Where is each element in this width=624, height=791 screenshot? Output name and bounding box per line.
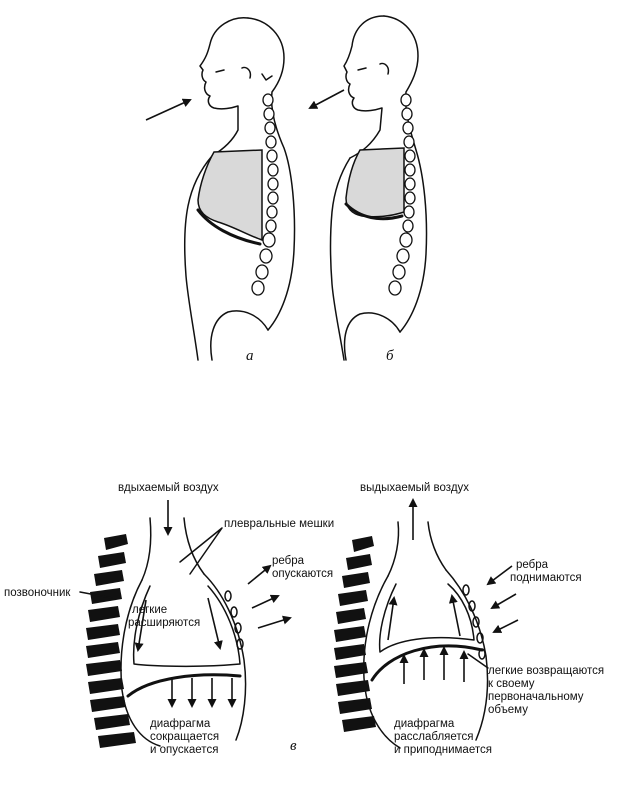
panel-label-a: а [246, 348, 254, 364]
figure-v-left-trachea-left-wall [141, 517, 152, 581]
figure-v-lungs-return-leader [467, 653, 489, 669]
figure-b-ear [379, 62, 390, 75]
figure-v-right-diaphragm [370, 644, 484, 682]
label-ribs-raise-2: поднимаются [510, 572, 582, 584]
label-lungs-expand-2: расширяются [128, 617, 200, 629]
figure-b-exhale-arrow [308, 89, 345, 109]
figure-v-exhale-section [334, 498, 519, 749]
figure-b-diaphragm [344, 202, 404, 221]
figure-v-inhale-section [79, 500, 292, 748]
figure-v-right-outer-back-wall [362, 575, 401, 749]
figure-b-arm-outline [329, 157, 351, 361]
figure-a-eye [215, 69, 225, 73]
figure-v-right-rib-arrow-1 [486, 565, 513, 586]
figure-b-hip [343, 312, 401, 361]
figure-v-pleural-leader [179, 527, 223, 575]
panel-label-v: в [290, 738, 297, 754]
figure-v-right-outer-front-wall [445, 569, 489, 741]
figure-a-lung [197, 149, 263, 242]
figure-v-left-lung-arrow-1 [134, 599, 147, 652]
label-ribs-raise-1: ребра [516, 559, 549, 571]
figure-a-hip [210, 310, 269, 361]
label-ribs-lower-1: ребра [272, 555, 305, 567]
figure-v-spine-leader [79, 591, 113, 599]
label-lungs-return-4: объему [488, 704, 528, 716]
figure-v-left-spine [86, 534, 136, 748]
label-spine: позвоночник [4, 587, 71, 599]
figure-b-exhale-profile: б [308, 15, 428, 364]
figure-v-right-trachea-left-wall [387, 521, 400, 577]
figure-v-left-lung-contour [132, 585, 241, 668]
figure-v-left-trachea-right-wall [183, 517, 205, 575]
figure-b-lung [345, 147, 405, 218]
label-diaphragm-relaxes-2: расслабляется [394, 731, 474, 743]
figure-a-inhale-arrow [145, 98, 192, 121]
label-diaphragm-contracts-3: и опускается [150, 744, 218, 756]
figure-v-right-lung-contour [378, 583, 475, 653]
label-lungs-return-1: легкие возвращаются [488, 665, 604, 677]
figure-a-spine [251, 93, 279, 296]
figure-v-left-rib-arrow-1 [247, 564, 272, 585]
label-diaphragm-contracts-2: сокращается [150, 731, 219, 743]
figure-v-right-rib-arrow-3 [492, 619, 519, 633]
figure-b-eye [357, 67, 367, 71]
figure-a-diaphragm [196, 208, 262, 246]
figure-v-right-lung-arrow-1 [387, 596, 398, 641]
figure-v-right-spine [334, 536, 376, 732]
label-ribs-lower-2: опускаются [272, 568, 333, 580]
label-lungs-expand-1: легкие [132, 604, 167, 616]
figure-v-left-diaphragm [126, 673, 242, 698]
figure-b-spine [388, 93, 416, 296]
figure-v-left-rib-arrow-3 [257, 615, 292, 629]
label-lungs-return-3: первоначальному [488, 691, 584, 703]
figure-a-ear [241, 66, 273, 81]
figure-v-right-ribs [462, 584, 486, 660]
label-lungs-return-2: к своему [488, 678, 535, 690]
figure-v-left-outer-back-wall [120, 579, 161, 747]
panel-label-b: б [386, 348, 394, 364]
figure-v-left-rib-arrow-2 [251, 594, 280, 609]
label-diaphragm-relaxes-1: диафрагма [394, 718, 455, 730]
figure-a-back-of-head [247, 17, 296, 331]
figure-v-right-rib-arrow-2 [490, 593, 517, 610]
figure-v-right-trachea-right-wall [427, 521, 447, 571]
label-diaphragm-relaxes-3: и приподнимается [394, 744, 492, 756]
figure-v-left-outer-front-wall [203, 573, 247, 741]
figure-v-left-ribs [224, 590, 244, 650]
figure-v-right-lung-arrow-2 [448, 594, 461, 637]
figure-a-inhale-profile: а [145, 17, 296, 364]
label-inhaled-air: вдыхаемый воздух [118, 482, 219, 494]
label-exhaled-air: выдыхаемый воздух [360, 482, 469, 494]
figure-v-left-lung-arrow-2 [207, 597, 223, 650]
figure-b-head-outline [343, 15, 385, 159]
figure-a-arm-outline [183, 155, 213, 361]
label-diaphragm-contracts-1: диафрагма [150, 718, 211, 730]
figure-a-head-outline [199, 17, 249, 157]
label-pleural-sacs: плевральные мешки [224, 518, 334, 530]
